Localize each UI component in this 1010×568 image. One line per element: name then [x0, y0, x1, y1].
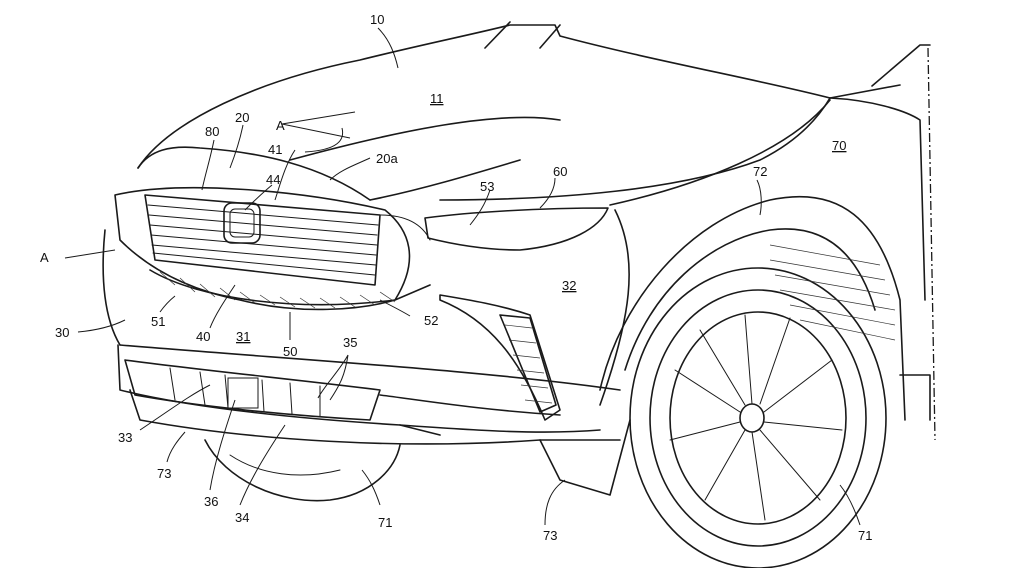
label-20: 20: [235, 110, 249, 125]
label-10: 10: [370, 12, 384, 27]
front-grille: [114, 187, 431, 311]
headlight: [379, 207, 609, 251]
label-80: 80: [205, 124, 219, 139]
label-53: 53: [480, 179, 494, 194]
emblem: [223, 202, 261, 244]
label-52: 52: [424, 313, 438, 328]
left-front-wheel: [204, 439, 401, 502]
label-35: 35: [343, 335, 357, 350]
label-71-left: 71: [378, 515, 392, 530]
vehicle-body-outline: [102, 21, 936, 496]
label-32: 32: [562, 278, 576, 293]
side-air-vent: [439, 294, 561, 421]
label-71-right: 71: [858, 528, 872, 543]
label-72: 72: [753, 164, 767, 179]
reference-numerals: 10 11 20 80 A 41 20a 44 53 60 72 70 A 32…: [40, 12, 872, 543]
label-31: 31: [236, 329, 250, 344]
label-11: 11: [430, 91, 444, 106]
label-73-right: 73: [543, 528, 557, 543]
label-73-left: 73: [157, 466, 171, 481]
label-36: 36: [204, 494, 218, 509]
label-50: 50: [283, 344, 297, 359]
label-51: 51: [151, 314, 165, 329]
label-30: 30: [55, 325, 69, 340]
label-70: 70: [832, 138, 846, 153]
label-20a: 20a: [376, 151, 398, 166]
label-41: 41: [268, 142, 282, 157]
label-44: 44: [266, 172, 280, 187]
label-33: 33: [118, 430, 132, 445]
right-front-wheel: [629, 244, 896, 568]
lower-intake: [124, 359, 381, 421]
label-A-top: A: [276, 118, 285, 133]
label-A-left: A: [40, 250, 49, 265]
leader-lines: [64, 27, 861, 526]
label-60: 60: [553, 164, 567, 179]
label-40: 40: [196, 329, 210, 344]
label-34: 34: [235, 510, 249, 525]
